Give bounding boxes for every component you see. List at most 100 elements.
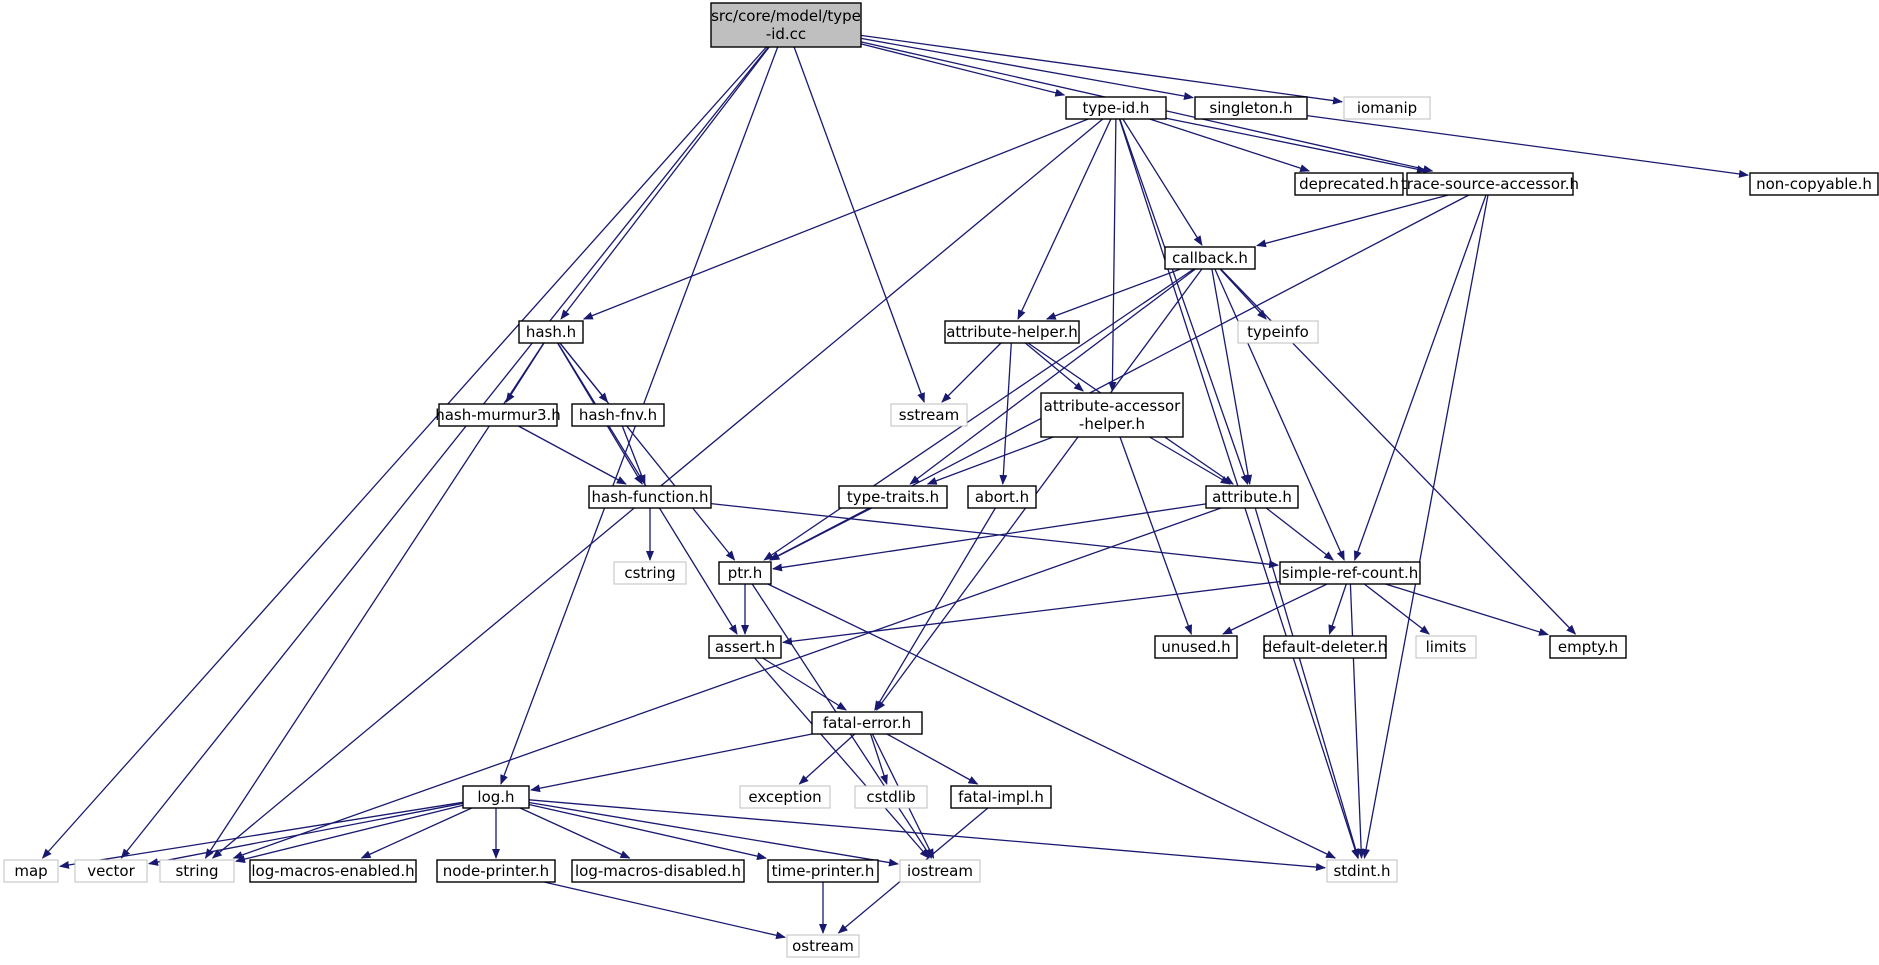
edge-src-to-unused <box>1222 583 1328 635</box>
edge-hash-function-to-src <box>710 502 1279 569</box>
node-tsa-box <box>1406 172 1574 196</box>
node-stdint: stdint.h <box>1326 859 1398 883</box>
edge-hash-murmur3-to-hash-function <box>518 425 627 485</box>
node-default-deleter-label: default-deleter.h <box>1263 638 1388 656</box>
node-abort[interactable]: abort.h <box>967 485 1037 509</box>
node-log-macros-enabled[interactable]: log-macros-enabled.h <box>249 859 417 883</box>
edge-tsa-to-stdint <box>1362 194 1489 859</box>
node-iomanip: iomanip <box>1343 96 1431 120</box>
node-attr-acc-helper-label: attribute-accessor <box>1044 397 1182 415</box>
node-abort-box <box>967 485 1037 509</box>
edge-attr-acc-helper-to-attribute <box>1149 436 1231 485</box>
node-callback[interactable]: callback.h <box>1164 246 1256 270</box>
edge-root-to-iomanip <box>860 34 1343 105</box>
edge-callback-to-ptr <box>763 268 1195 561</box>
node-unused[interactable]: unused.h <box>1154 635 1238 659</box>
node-limits-label: limits <box>1426 638 1467 656</box>
edge-tsa-to-src <box>1353 194 1487 561</box>
edge-node-printer-to-ostream <box>543 881 786 940</box>
edge-src-to-empty <box>1385 583 1549 636</box>
node-sstream: sstream <box>890 403 968 427</box>
node-src-label: simple-ref-count.h <box>1282 564 1418 582</box>
node-unused-box <box>1154 635 1238 659</box>
edge-src-to-default-deleter <box>1328 583 1347 635</box>
node-type-traits-label: type-traits.h <box>847 488 939 506</box>
edge-hash-to-ptr <box>559 342 736 561</box>
edge-fatal-error-to-log <box>530 733 813 793</box>
node-root[interactable]: src/core/model/type-id.cc <box>710 2 862 48</box>
node-attr-acc-helper-label: -helper.h <box>1079 415 1145 433</box>
node-hash[interactable]: hash.h <box>518 320 584 344</box>
node-sstream-box <box>890 403 968 427</box>
dependency-nodes: src/core/model/type-id.cc type-id.h single… <box>3 2 1879 958</box>
node-non-copyable-label: non-copyable.h <box>1756 175 1872 193</box>
edge-log-to-log-macros-disabled <box>519 807 631 859</box>
node-cstring-box <box>613 561 687 585</box>
edge-type-id-to-hash <box>582 118 1089 320</box>
node-ostream-label: ostream <box>792 937 854 955</box>
node-node-printer-label: node-printer.h <box>443 862 549 880</box>
node-ptr[interactable]: ptr.h <box>718 561 772 585</box>
node-deprecated[interactable]: deprecated.h <box>1294 172 1404 196</box>
edge-type-traits-to-ptr <box>769 507 872 561</box>
edge-log-to-vector <box>148 802 464 866</box>
node-sstream-label: sstream <box>899 406 959 424</box>
node-fatal-impl[interactable]: fatal-impl.h <box>950 785 1052 809</box>
node-deprecated-label: deprecated.h <box>1299 175 1399 193</box>
node-cstring: cstring <box>613 561 687 585</box>
node-hash-function[interactable]: hash-function.h <box>588 485 712 509</box>
node-empty[interactable]: empty.h <box>1549 635 1627 659</box>
node-hash-murmur3[interactable]: hash-murmur3.h <box>435 403 561 427</box>
node-attribute-box <box>1205 485 1299 509</box>
node-fatal-error[interactable]: fatal-error.h <box>811 711 923 735</box>
node-type-id-label: type-id.h <box>1083 99 1150 117</box>
edge-attr-helper-to-attr-acc-helper <box>1024 342 1084 392</box>
node-attr-acc-helper-box <box>1040 392 1184 438</box>
edge-root-to-vector <box>120 46 769 859</box>
node-attr-helper[interactable]: attribute-helper.h <box>944 320 1080 344</box>
node-callback-box <box>1164 246 1256 270</box>
node-src[interactable]: simple-ref-count.h <box>1279 561 1421 585</box>
node-attribute[interactable]: attribute.h <box>1205 485 1299 509</box>
node-log-macros-enabled-label: log-macros-enabled.h <box>251 862 414 880</box>
node-root-box <box>710 2 862 48</box>
edge-type-id-to-tsa <box>1165 117 1427 174</box>
node-attr-acc-helper[interactable]: attribute-accessor-helper.h <box>1040 392 1184 438</box>
node-assert[interactable]: assert.h <box>708 635 782 659</box>
edge-type-id-to-deprecated <box>1149 118 1311 173</box>
node-log-box <box>462 785 530 809</box>
edge-ptr-to-stdint <box>767 583 1337 859</box>
node-fatal-impl-box <box>950 785 1052 809</box>
node-cstdlib: cstdlib <box>854 785 928 809</box>
node-log[interactable]: log.h <box>462 785 530 809</box>
node-attribute-label: attribute.h <box>1212 488 1292 506</box>
node-non-copyable[interactable]: non-copyable.h <box>1749 172 1879 196</box>
node-root-label: -id.cc <box>766 25 806 43</box>
node-ostream-box <box>786 934 860 958</box>
node-time-printer-label: time-printer.h <box>772 862 875 880</box>
node-type-traits[interactable]: type-traits.h <box>838 485 948 509</box>
node-vector: vector <box>74 859 148 883</box>
node-tsa[interactable]: trace-source-accessor.h <box>1401 172 1579 196</box>
node-iomanip-box <box>1343 96 1431 120</box>
edge-assert-to-iostream <box>754 657 930 859</box>
edge-callback-to-type-traits <box>909 268 1196 485</box>
node-node-printer[interactable]: node-printer.h <box>436 859 556 883</box>
node-log-macros-disabled[interactable]: log-macros-disabled.h <box>571 859 745 883</box>
edge-callback-to-attribute <box>1211 268 1253 485</box>
edge-root-to-singleton <box>860 37 1194 100</box>
node-hash-fnv[interactable]: hash-fnv.h <box>571 403 665 427</box>
node-attr-helper-box <box>944 320 1080 344</box>
node-singleton[interactable]: singleton.h <box>1194 96 1308 120</box>
node-fatal-error-box <box>811 711 923 735</box>
node-type-id[interactable]: type-id.h <box>1065 96 1167 120</box>
node-tsa-label: trace-source-accessor.h <box>1401 175 1579 193</box>
edge-type-id-to-attr-helper <box>1017 118 1112 320</box>
node-default-deleter[interactable]: default-deleter.h <box>1263 635 1388 659</box>
node-exception: exception <box>739 785 831 809</box>
node-time-printer[interactable]: time-printer.h <box>767 859 879 883</box>
edge-log-to-map <box>59 801 464 869</box>
edge-singleton-to-non-copyable <box>1306 114 1749 178</box>
node-limits-box <box>1415 635 1477 659</box>
node-log-label: log.h <box>477 788 514 806</box>
